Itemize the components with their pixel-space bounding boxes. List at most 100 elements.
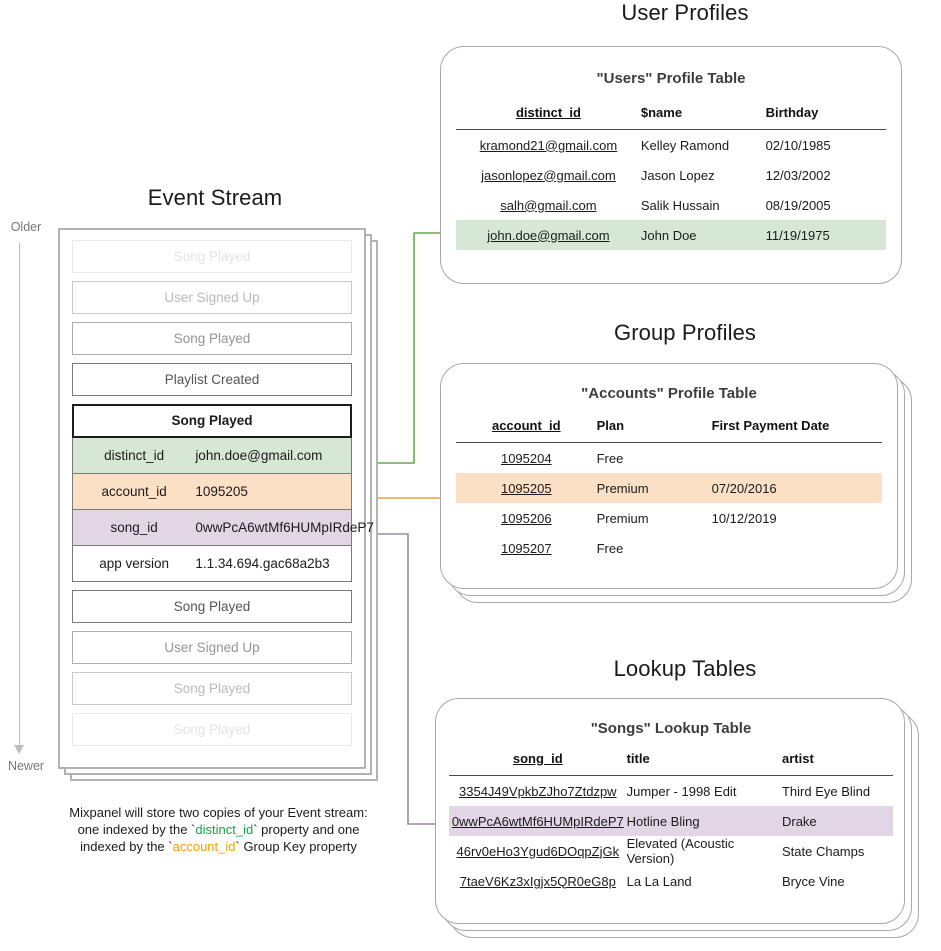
time-axis-line [19, 243, 20, 748]
table-row[interactable]: 7taeV6Kz3xIgjx5QR0eG8p La La Land Bryce … [449, 866, 893, 896]
table-row[interactable]: kramond21@gmail.com Kelley Ramond 02/10/… [456, 130, 886, 161]
table-header-row: distinct_id $name Birthday [456, 99, 886, 130]
table-row-highlighted[interactable]: 0wwPcA6wtMf6HUMpIRdeP7 Hotline Bling Dra… [449, 806, 893, 836]
event-property-account-id: account_id 1095205 [72, 474, 352, 510]
cell-title: Jumper - 1998 Edit [626, 783, 737, 799]
column-header-first-payment-date: First Payment Date [711, 412, 882, 443]
cell-birthday: 11/19/1975 [765, 220, 886, 250]
caption-token-account-id: account_id [172, 839, 236, 854]
event-property-song-id: song_id 0wwPcA6wtMf6HUMpIRdeP7 [72, 510, 374, 546]
cell-birthday: 08/19/2005 [765, 197, 831, 213]
cell-plan: Free [596, 540, 624, 556]
event-item-selected[interactable]: Song Played [72, 404, 352, 438]
spacer [72, 582, 352, 590]
property-key: song_id [110, 520, 158, 535]
column-header-name: $name [640, 99, 766, 130]
table-header-row: song_id title artist [449, 745, 893, 776]
cell-title: La La Land [626, 873, 692, 889]
cell-first-payment-date: 07/20/2016 [711, 473, 882, 503]
cell-account-id: 1095204 [500, 450, 552, 466]
accounts-table-title: "Accounts" Profile Table [581, 385, 757, 402]
cell-plan: Premium [596, 473, 712, 503]
cell-song-id: 0wwPcA6wtMf6HUMpIRdeP7 [449, 806, 627, 836]
column-header-account-id: account_id [456, 412, 597, 443]
cell-account-id: 1095207 [500, 540, 552, 556]
cell-song-id: 46rv0eHo3Ygud6DOqpZjGk [456, 843, 620, 859]
users-table-title: "Users" Profile Table [596, 70, 746, 87]
cell-account-id: 1095205 [456, 473, 597, 503]
table-row[interactable]: 46rv0eHo3Ygud6DOqpZjGk Elevated (Acousti… [449, 836, 893, 866]
event-stream-stack: Song Played User Signed Up Song Played P… [58, 228, 378, 781]
cell-song-id: 3354J49VpkbZJho7Ztdzpw [459, 783, 617, 799]
cell-distinct-id: jasonlopez@gmail.com [481, 167, 616, 183]
cell-title: Elevated (Acoustic Version) [626, 836, 735, 866]
property-value: 1.1.34.694.gac68a2b3 [195, 556, 330, 571]
axis-label-older: Older [10, 220, 42, 234]
cell-account-id: 1095206 [500, 510, 552, 526]
event-list: Song Played User Signed Up Song Played P… [58, 228, 374, 769]
group-profiles-title: Group Profiles [613, 320, 756, 345]
event-stream-caption: Mixpanel will store two copies of your E… [46, 804, 391, 855]
cell-song-id: 7taeV6Kz3xIgjx5QR0eG8p [459, 873, 616, 889]
event-item[interactable]: User Signed Up [72, 281, 352, 314]
user-profiles-title: User Profiles [621, 0, 749, 25]
time-axis-arrow-icon [14, 745, 24, 754]
caption-line-2-pre: one indexed by the ` [77, 822, 196, 837]
event-item[interactable]: Song Played [72, 322, 352, 355]
cell-first-payment-date [712, 443, 882, 474]
property-value: 0wwPcA6wtMf6HUMpIRdeP7 [195, 520, 374, 535]
cell-artist: Third Eye Blind [781, 783, 871, 799]
cell-artist: Bryce Vine [781, 873, 845, 889]
cell-birthday: 02/10/1985 [765, 137, 831, 153]
event-item[interactable]: Song Played [72, 590, 352, 623]
column-header-title: title [626, 745, 782, 776]
cell-first-payment-date: 10/12/2019 [711, 510, 777, 526]
event-item[interactable]: Song Played [72, 240, 352, 273]
user-profiles-card-content: "Users" Profile Table distinct_id $name … [440, 46, 902, 284]
column-header-song-id: song_id [449, 745, 627, 776]
accounts-table: account_id Plan First Payment Date 10952… [456, 412, 882, 563]
cell-distinct-id: salh@gmail.com [500, 197, 597, 213]
event-property-distinct-id: distinct_id john.doe@gmail.com [72, 438, 352, 474]
event-item[interactable]: Song Played [72, 713, 352, 746]
caption-line-3-pre: indexed by the ` [80, 839, 173, 854]
property-value: john.doe@gmail.com [195, 448, 323, 463]
table-row[interactable]: 1095204 Free [456, 443, 882, 474]
songs-table-title: "Songs" Lookup Table [590, 720, 752, 737]
event-item[interactable]: Song Played [72, 672, 352, 705]
caption-line-1: Mixpanel will store two copies of your E… [69, 805, 368, 820]
event-item[interactable]: Playlist Created [72, 363, 352, 396]
table-row-highlighted[interactable]: 1095205 Premium 07/20/2016 [456, 473, 882, 503]
cell-name: Jason Lopez [640, 167, 715, 183]
cell-plan: Premium [596, 510, 649, 526]
cell-plan: Free [596, 450, 624, 466]
property-value: 1095205 [195, 484, 248, 499]
table-row[interactable]: 1095207 Free [456, 533, 882, 563]
cell-birthday: 12/03/2002 [765, 167, 831, 183]
column-header-plan: Plan [596, 412, 712, 443]
column-header-distinct-id: distinct_id [456, 99, 641, 130]
caption-token-distinct-id: distinct_id [195, 822, 254, 837]
column-header-birthday: Birthday [765, 99, 886, 130]
cell-distinct-id: john.doe@gmail.com [456, 220, 641, 250]
table-row[interactable]: 3354J49VpkbZJho7Ztdzpw Jumper - 1998 Edi… [449, 776, 893, 807]
table-row-highlighted[interactable]: john.doe@gmail.com John Doe 11/19/1975 [456, 220, 886, 250]
cell-title: Hotline Bling [626, 806, 782, 836]
axis-label-newer: Newer [7, 759, 45, 773]
lookup-tables-title: Lookup Tables [613, 656, 757, 681]
table-row[interactable]: 1095206 Premium 10/12/2019 [456, 503, 882, 533]
users-table: distinct_id $name Birthday kramond21@gma… [456, 99, 886, 250]
cell-name: John Doe [640, 220, 766, 250]
cell-artist: Drake [781, 806, 893, 836]
cell-name: Kelley Ramond [640, 137, 730, 153]
group-profiles-card-stack: "Accounts" Profile Table account_id Plan… [440, 363, 920, 613]
table-row[interactable]: jasonlopez@gmail.com Jason Lopez 12/03/2… [456, 160, 886, 190]
table-header-row: account_id Plan First Payment Date [456, 412, 882, 443]
table-row[interactable]: salh@gmail.com Salik Hussain 08/19/2005 [456, 190, 886, 220]
event-property-app-version: app version 1.1.34.694.gac68a2b3 [72, 546, 352, 582]
property-key: account_id [101, 484, 167, 499]
caption-line-3-post: ` Group Key property [235, 839, 357, 854]
caption-line-2-post: ` property and one [253, 822, 360, 837]
cell-name: Salik Hussain [640, 197, 720, 213]
event-item[interactable]: User Signed Up [72, 631, 352, 664]
